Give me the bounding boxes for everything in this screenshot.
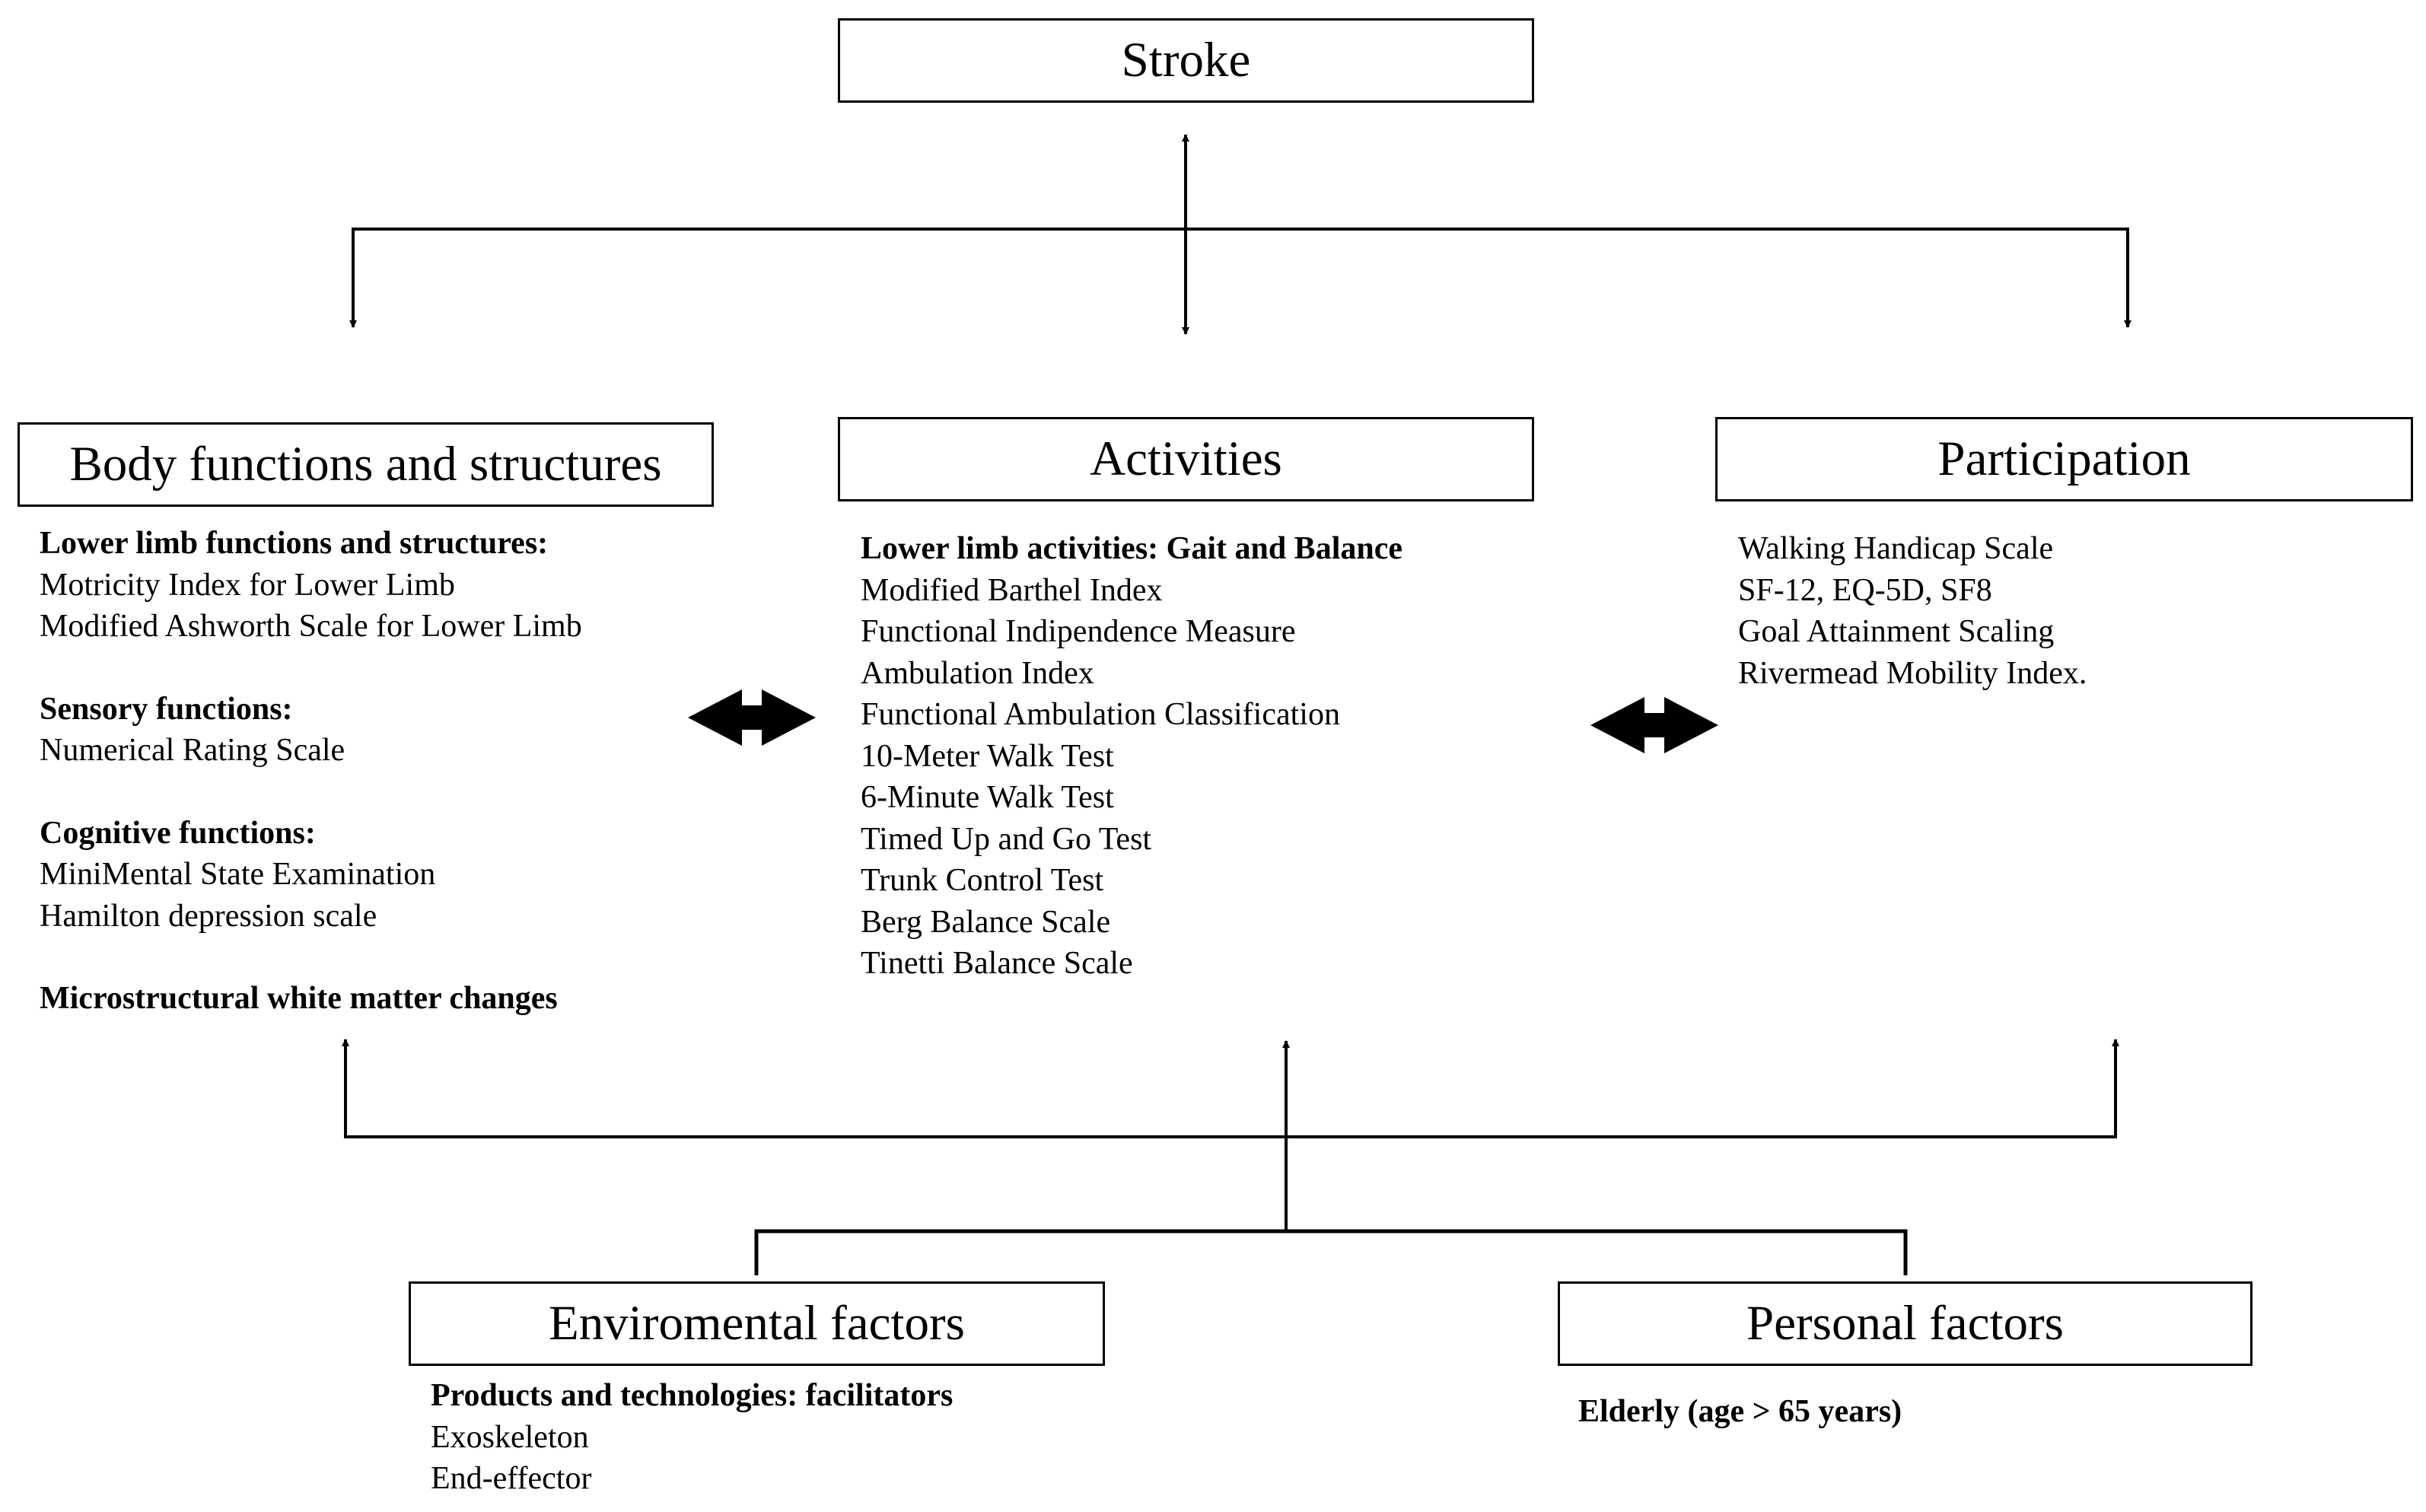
elderly-heading: Elderly (age > 65 years) [1578, 1394, 1902, 1429]
activities-list-item: Timed Up and Go Test [861, 821, 1152, 857]
personal-text-block: Elderly (age > 65 years) [1578, 1391, 1902, 1433]
activities-list-item: Functional Ambulation Classification [861, 697, 1340, 732]
participation-title: Participation [1937, 431, 2191, 486]
activities-text-block: Lower limb activities: Gait and Balance … [861, 528, 1402, 985]
body-list-item: MiniMental State Examination [40, 857, 436, 892]
activities-list-item: Trunk Control Test [861, 863, 1104, 898]
activities-list-item: Modified Barthel Index [861, 572, 1163, 608]
activities-participation-double-arrow [1590, 697, 1718, 753]
activities-list-item: Tinetti Balance Scale [861, 946, 1133, 981]
environmental-factors-box: Enviromental factors [409, 1281, 1105, 1366]
activities-list-item: Functional Indipendence Measure [861, 614, 1296, 649]
activities-list-item: Berg Balance Scale [861, 904, 1111, 940]
top-branch-connector [349, 228, 2132, 328]
participation-list-item: Rivermead Mobility Index. [1738, 655, 2087, 691]
lower-limb-functions-heading: Lower limb functions and structures: [40, 526, 549, 561]
contextual-factors-connector [754, 1229, 1908, 1275]
lower-limb-activities-heading: Lower limb activities: Gait and Balance [861, 531, 1403, 566]
activities-box: Activities [838, 417, 1534, 501]
body-list-item: Hamilton depression scale [40, 898, 377, 934]
body-list-item: Numerical Rating Scale [40, 733, 345, 768]
white-matter-heading: Microstructural white matter changes [40, 981, 558, 1016]
environmental-list-item: Exoskeleton [431, 1419, 589, 1455]
activities-list-item: 6-Minute Walk Test [861, 780, 1114, 815]
participation-list-item: Goal Attainment Scaling [1738, 614, 2055, 649]
body-functions-text-block: Lower limb functions and structures: Mot… [40, 523, 582, 1020]
environmental-text-block: Products and technologies: facilitators … [431, 1375, 953, 1500]
cognitive-functions-heading: Cognitive functions: [40, 815, 316, 851]
body-activities-double-arrow [688, 689, 816, 746]
body-functions-box: Body functions and structures [18, 422, 714, 507]
stroke-box: Stroke [838, 18, 1534, 103]
bottom-branch-connector [342, 1039, 2119, 1138]
products-technologies-heading: Products and technologies: facilitators [431, 1378, 954, 1413]
activities-title: Activities [1090, 431, 1282, 486]
participation-text-block: Walking Handicap Scale SF-12, EQ-5D, SF8… [1738, 528, 2087, 694]
stroke-title: Stroke [1121, 33, 1251, 88]
personal-factors-box: Personal factors [1558, 1281, 2252, 1366]
body-functions-title: Body functions and structures [69, 437, 662, 492]
participation-box: Participation [1715, 417, 2413, 501]
participation-list-item: SF-12, EQ-5D, SF8 [1738, 572, 1992, 608]
environmental-list-item: End-effector [431, 1461, 592, 1496]
personal-factors-title: Personal factors [1746, 1296, 2064, 1351]
participation-list-item: Walking Handicap Scale [1738, 531, 2054, 566]
environmental-factors-title: Enviromental factors [549, 1296, 965, 1351]
sensory-functions-heading: Sensory functions: [40, 691, 293, 727]
body-list-item: Modified Ashworth Scale for Lower Limb [40, 609, 582, 644]
activities-list-item: Ambulation Index [861, 655, 1094, 691]
body-list-item: Motricity Index for Lower Limb [40, 567, 455, 603]
activities-list-item: 10-Meter Walk Test [861, 738, 1114, 774]
